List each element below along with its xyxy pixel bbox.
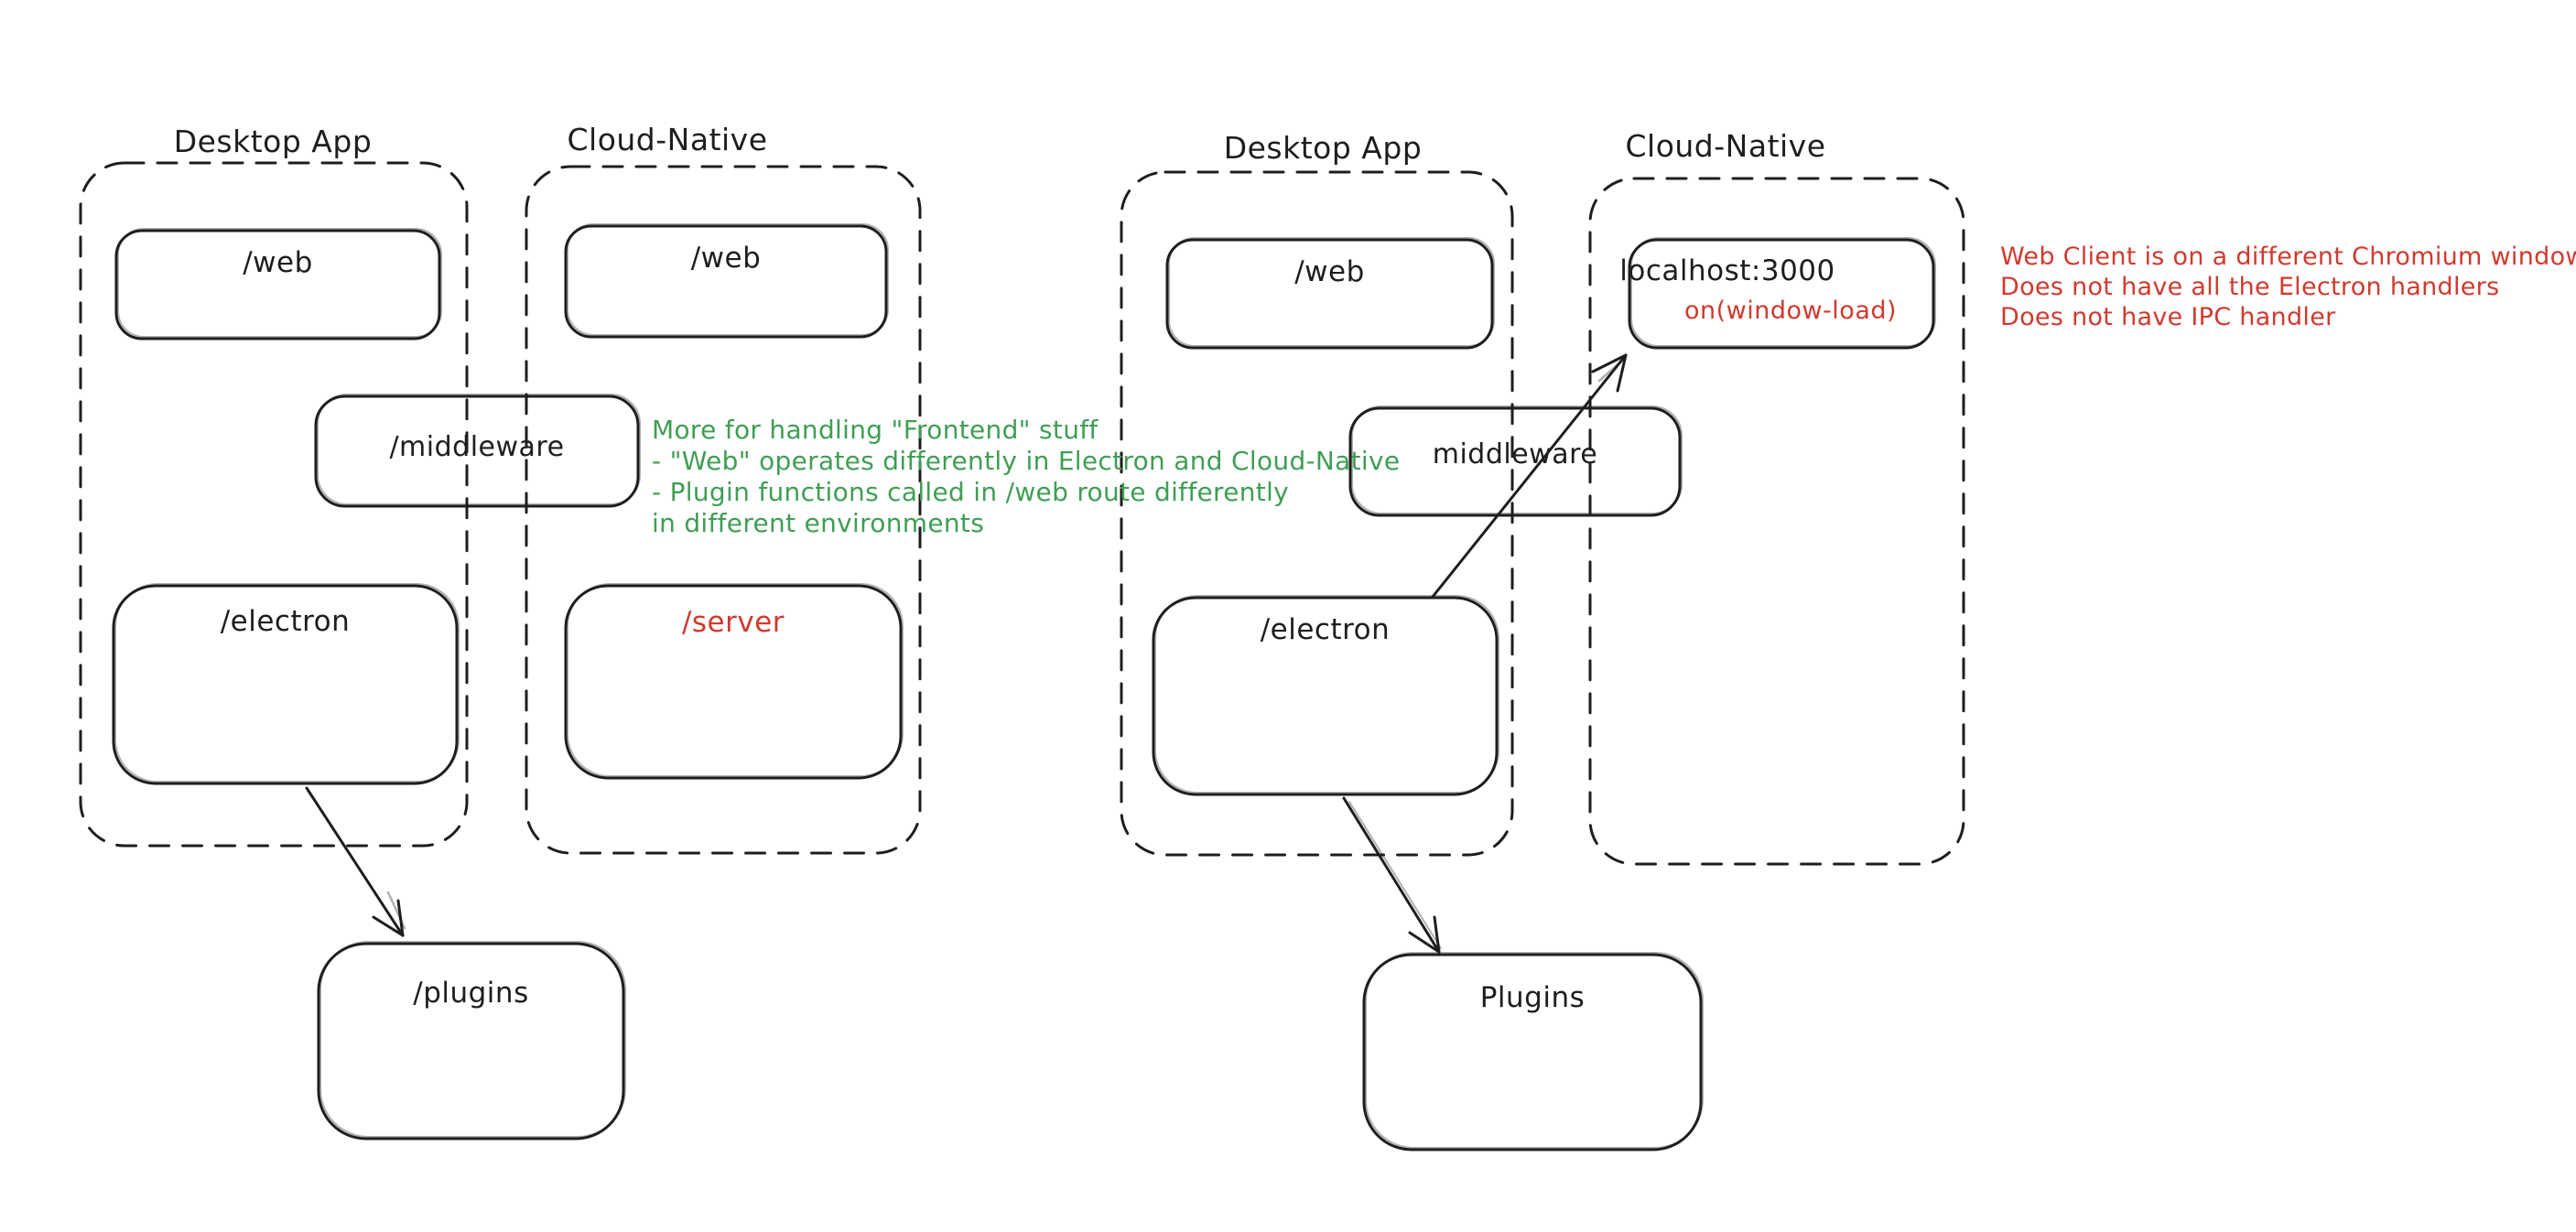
right-up-arrow-shaft	[1431, 353, 1628, 599]
right-electron-box[interactable]	[1152, 596, 1499, 796]
left-plugins-label: /plugins	[413, 977, 529, 1010]
left-arrowhead-right	[396, 899, 405, 937]
left-arrow-shaft	[305, 786, 405, 937]
right-plugins-label: Plugins	[1479, 981, 1586, 1014]
left-middleware-label: /middleware	[389, 431, 565, 463]
right-arrow-electron-to-localhost[interactable]	[1431, 353, 1628, 599]
left-electron-box[interactable]	[112, 584, 459, 785]
left-desktop-web-box[interactable]	[114, 229, 441, 340]
left-electron-box-sketch	[114, 583, 460, 783]
right-down-arrowhead-right	[1433, 915, 1441, 954]
left-arrowhead-left	[372, 915, 405, 937]
green-note-line-4: in different environments	[652, 508, 985, 538]
right-plugins-box-sketch	[1365, 952, 1704, 1149]
right-up-arrowhead-right	[1591, 353, 1628, 373]
left-plugins-box-sketch	[319, 941, 626, 1138]
right-down-arrow-sketch-stroke	[1348, 801, 1442, 949]
right-localhost-label: localhost:3000	[1619, 254, 1835, 287]
left-desktop-app-container[interactable]	[79, 161, 469, 848]
right-on-window-load-label: on(window-load)	[1683, 297, 1898, 325]
left-desktop-web-box-sketch	[117, 228, 442, 338]
right-electron-label: /electron	[1260, 613, 1391, 646]
right-middleware-label: middleware	[1432, 438, 1598, 470]
right-web-box[interactable]	[1165, 238, 1494, 350]
green-note-line-1: More for handling "Frontend" stuff	[652, 415, 1099, 445]
right-web-label: /web	[1294, 255, 1365, 288]
green-note-line-3: - Plugin functions called in /web route …	[652, 477, 1290, 507]
left-plugins-box[interactable]	[317, 942, 625, 1140]
right-desktop-app-label[interactable]: Desktop App	[1223, 130, 1423, 166]
right-middleware-box[interactable]	[1348, 406, 1682, 517]
left-middleware-box[interactable]	[314, 394, 640, 508]
left-cloud-native-container[interactable]	[525, 165, 922, 855]
left-desktop-web-label: /web	[243, 246, 313, 279]
red-note-line-2: Does not have all the Electron handlers	[2000, 273, 2500, 301]
left-desktop-app-label[interactable]: Desktop App	[173, 124, 373, 159]
left-cloud-web-label: /web	[690, 242, 762, 275]
left-cloud-native-label[interactable]: Cloud-Native	[567, 122, 768, 157]
right-electron-box-sketch	[1154, 595, 1499, 794]
right-cloud-native-container[interactable]	[1588, 177, 1965, 866]
right-arrow-electron-to-plugins[interactable]	[1342, 796, 1442, 954]
right-desktop-app-container[interactable]	[1120, 170, 1514, 857]
right-localhost-box-sketch	[1630, 237, 1936, 347]
left-electron-label: /electron	[220, 605, 351, 638]
left-cloud-web-box[interactable]	[564, 224, 888, 339]
right-localhost-box[interactable]	[1628, 238, 1935, 350]
right-web-box-sketch	[1168, 237, 1495, 347]
right-middleware-box-sketch	[1351, 405, 1683, 514]
left-middleware-box-sketch	[317, 394, 641, 505]
right-red-annotation[interactable]: Web Client is on a different Chromium wi…	[2000, 242, 2576, 332]
red-note-line-1: Web Client is on a different Chromium wi…	[2000, 243, 2576, 271]
left-server-box[interactable]	[564, 584, 903, 780]
right-up-arrow-sketch-stroke	[1597, 359, 1624, 383]
left-green-annotation[interactable]: More for handling "Frontend" stuff - "We…	[652, 415, 1400, 539]
right-plugins-box[interactable]	[1362, 953, 1703, 1151]
right-down-arrow-shaft	[1342, 796, 1441, 954]
right-up-arrowhead-left	[1616, 353, 1628, 393]
red-note-line-3: Does not have IPC handler	[2000, 303, 2336, 331]
left-server-box-sketch	[567, 583, 904, 777]
right-down-arrowhead-left	[1408, 931, 1441, 954]
left-server-label: /server	[681, 606, 785, 639]
left-arrow-electron-to-plugins[interactable]	[305, 786, 406, 937]
green-note-line-2: - "Web" operates differently in Electron…	[652, 446, 1401, 476]
left-cloud-web-box-sketch	[567, 223, 889, 336]
right-cloud-native-label[interactable]: Cloud-Native	[1625, 128, 1826, 164]
